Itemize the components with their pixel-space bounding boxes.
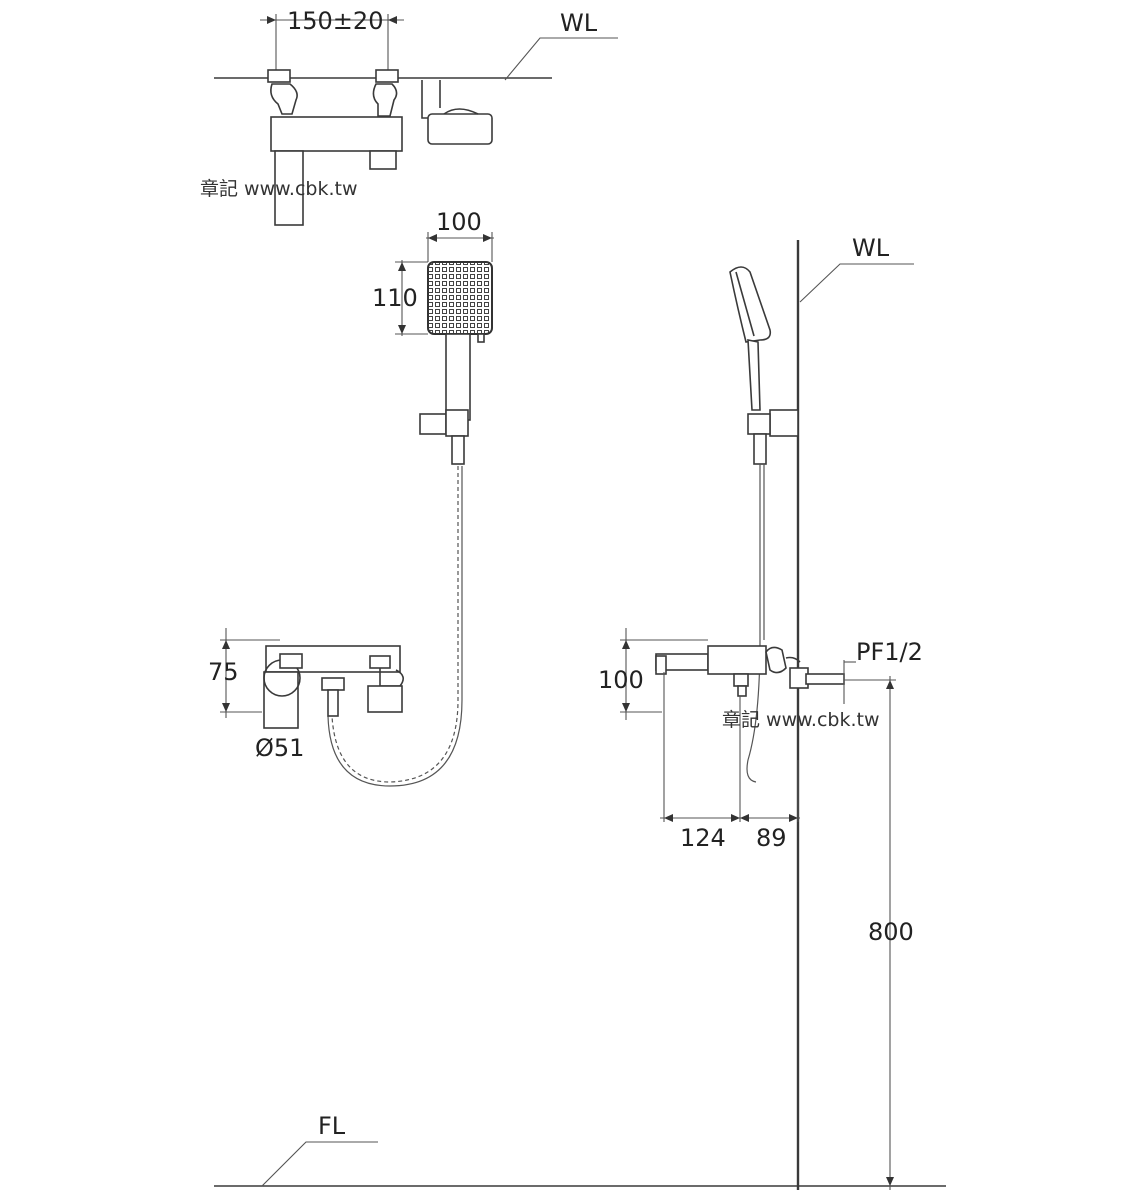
front-view: 100 110 75 Ø51	[208, 208, 494, 787]
front-height-dimension: 75	[208, 658, 239, 686]
side-height-dimension: 100	[598, 666, 644, 694]
shower-head-icon	[427, 261, 493, 335]
mount-height-dimension: 800	[868, 918, 914, 946]
fl-label: FL	[318, 1112, 346, 1140]
wl-side-label: WL	[852, 234, 890, 262]
spacing-dimension: 150±20	[287, 7, 383, 35]
diameter-dimension: Ø51	[255, 734, 304, 762]
top-view: WL 150±20 章記 www.cbk.tw	[200, 7, 618, 226]
side-view: WL FL 100 PF1/2	[214, 234, 946, 1190]
projection-dimension: 124	[680, 824, 726, 852]
pf-label: PF1/2	[856, 638, 923, 666]
wl-top-label: WL	[560, 9, 598, 37]
head-width-dimension: 100	[436, 208, 482, 236]
watermark-side: 章記 www.cbk.tw	[722, 709, 880, 731]
wall-offset-dimension: 89	[756, 824, 787, 852]
watermark-top: 章記 www.cbk.tw	[200, 178, 358, 200]
head-height-dimension: 110	[372, 284, 418, 312]
